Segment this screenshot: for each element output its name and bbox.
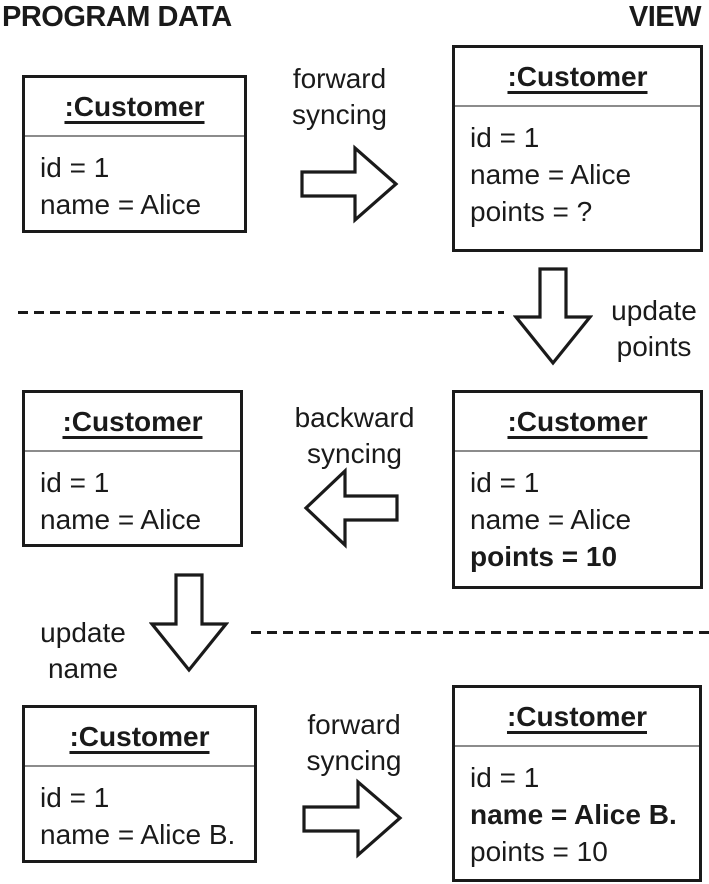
label-line-1: backward bbox=[294, 402, 415, 433]
label-line-2: points bbox=[616, 331, 692, 362]
backward-syncing-label: backward syncing bbox=[282, 400, 427, 472]
label-line-1: forward bbox=[292, 63, 387, 94]
attribute-id: id = 1 bbox=[40, 152, 110, 183]
label-line-1: forward bbox=[307, 709, 401, 740]
view-header: VIEW bbox=[628, 1, 702, 33]
attribute-points: points = 10 bbox=[470, 541, 618, 572]
attribute-id: id = 1 bbox=[470, 122, 540, 153]
forward-syncing-label-top: forward syncing bbox=[272, 61, 407, 133]
label-line-2: name bbox=[47, 653, 119, 684]
label-line-1: update bbox=[40, 617, 126, 648]
object-title-compartment: :Customer bbox=[25, 708, 254, 765]
attribute-compartment: id = 1 name = Alice points = 10 bbox=[455, 450, 700, 586]
object-title: :Customer bbox=[506, 700, 647, 732]
attribute-compartment: id = 1 name = Alice points = ? bbox=[455, 105, 700, 249]
label-line-2: syncing bbox=[306, 745, 402, 776]
backward-sync-arrow-icon bbox=[303, 466, 400, 550]
forward-sync-arrow-bottom-icon bbox=[301, 778, 403, 859]
attribute-name: name = Alice B. bbox=[40, 819, 236, 850]
object-title: :Customer bbox=[64, 90, 205, 122]
phase-divider-line-2 bbox=[251, 631, 709, 634]
attribute-name: name = Alice B. bbox=[470, 799, 677, 830]
label-line-1: update bbox=[611, 295, 697, 326]
attribute-id: id = 1 bbox=[470, 762, 540, 793]
label-line-2: syncing bbox=[292, 99, 387, 130]
attribute-points: points = 10 bbox=[470, 836, 608, 867]
view-box-after-update-points: :Customer id = 1 name = Alice points = 1… bbox=[452, 390, 703, 589]
update-points-arrow-icon bbox=[513, 266, 593, 366]
object-title: :Customer bbox=[507, 60, 648, 92]
attribute-compartment: id = 1 name = Alice B. bbox=[25, 765, 254, 860]
attribute-name: name = Alice bbox=[40, 189, 202, 220]
object-title-compartment: :Customer bbox=[25, 78, 244, 135]
view-box-initial: :Customer id = 1 name = Alice points = ? bbox=[452, 45, 703, 252]
object-title-compartment: :Customer bbox=[455, 393, 700, 450]
attribute-compartment: id = 1 name = Alice bbox=[25, 450, 240, 544]
program-box-after-backward-sync: :Customer id = 1 name = Alice bbox=[22, 390, 243, 547]
object-title: :Customer bbox=[62, 405, 203, 437]
update-points-label: update points bbox=[600, 293, 708, 365]
attribute-name: name = Alice bbox=[470, 159, 632, 190]
program-data-header: PROGRAM DATA bbox=[2, 1, 232, 33]
update-name-label: update name bbox=[28, 615, 138, 687]
update-name-arrow-icon bbox=[149, 572, 229, 673]
forward-syncing-label-bottom: forward syncing bbox=[284, 707, 424, 779]
object-title: :Customer bbox=[507, 405, 648, 437]
forward-sync-arrow-top-icon bbox=[299, 144, 399, 224]
attribute-compartment: id = 1 name = Alice bbox=[25, 135, 244, 230]
attribute-id: id = 1 bbox=[40, 782, 110, 813]
attribute-name: name = Alice bbox=[40, 504, 202, 535]
object-title-compartment: :Customer bbox=[455, 48, 700, 105]
attribute-compartment: id = 1 name = Alice B. points = 10 bbox=[455, 745, 699, 879]
attribute-id: id = 1 bbox=[470, 467, 540, 498]
object-title-compartment: :Customer bbox=[25, 393, 240, 450]
phase-divider-line-1 bbox=[18, 311, 504, 314]
program-box-after-update-name: :Customer id = 1 name = Alice B. bbox=[22, 705, 257, 863]
attribute-points: points = ? bbox=[470, 196, 593, 227]
object-title: :Customer bbox=[69, 720, 210, 752]
object-title-compartment: :Customer bbox=[455, 688, 699, 745]
attribute-name: name = Alice bbox=[470, 504, 632, 535]
program-box-initial: :Customer id = 1 name = Alice bbox=[22, 75, 247, 233]
view-box-after-forward-sync: :Customer id = 1 name = Alice B. points … bbox=[452, 685, 702, 882]
label-line-2: syncing bbox=[307, 438, 402, 469]
attribute-id: id = 1 bbox=[40, 467, 110, 498]
